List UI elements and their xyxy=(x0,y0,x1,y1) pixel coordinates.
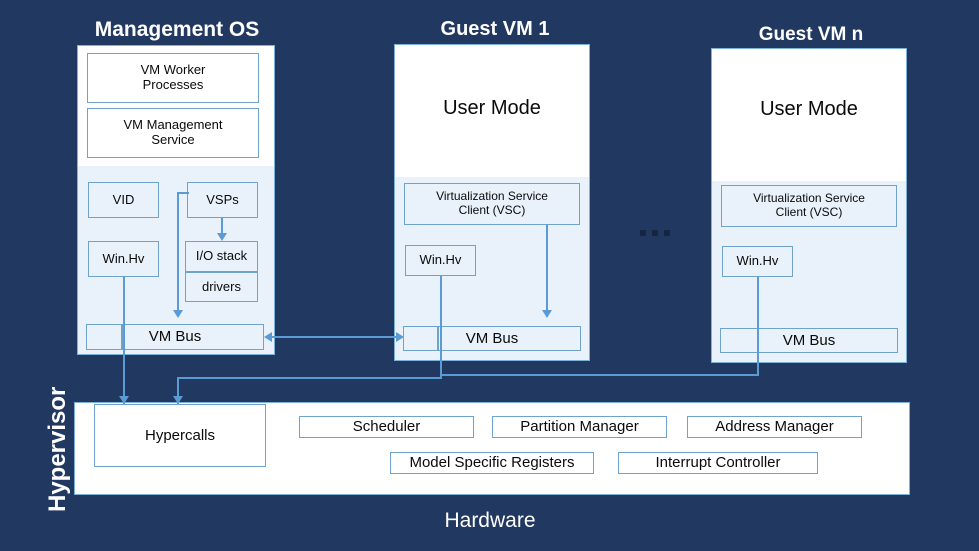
arrow-winhv-guest1-to-hypercalls xyxy=(173,396,183,404)
connector-vsps-left-tap xyxy=(177,192,189,194)
connector-winhv-guestn-down xyxy=(757,277,759,375)
label-hypervisor: Hypervisor xyxy=(44,386,71,512)
box-vid[interactable]: VID xyxy=(88,182,159,218)
vsc-guest-vm-n-line1: Virtualization Service xyxy=(753,191,865,206)
box-model-specific-registers[interactable]: Model Specific Registers xyxy=(390,452,594,474)
panel-guest-vm-n-usermode-area xyxy=(712,49,906,181)
box-vsc-guest-vm-1[interactable]: Virtualization Service Client (VSC) xyxy=(404,183,580,225)
arrow-winhv-management-to-hypercalls xyxy=(119,396,129,404)
vsc-guest-vm-1-line2: Client (VSC) xyxy=(458,203,526,217)
connector-winhv-guestn-left xyxy=(440,374,759,376)
connector-winhv-guest1-down xyxy=(440,276,442,378)
arrow-vsc-guest1-to-vmbus xyxy=(542,310,552,318)
label-hardware: Hardware xyxy=(444,509,536,532)
vsc-guest-vm-n-line2: Client (VSC) xyxy=(775,205,843,219)
arrow-vsps-to-vmbus xyxy=(173,310,183,318)
box-address-manager[interactable]: Address Manager xyxy=(687,416,862,438)
caption-management-os: Management OS xyxy=(94,18,260,41)
vsc-guest-vm-1-line1: Virtualization Service xyxy=(436,189,548,204)
box-vm-bus-guest-vm-n[interactable]: VM Bus xyxy=(720,328,898,353)
caption-guest-vm-1: Guest VM 1 xyxy=(440,18,550,40)
vm-management-service-line2: Service xyxy=(151,132,195,147)
box-scheduler[interactable]: Scheduler xyxy=(299,416,474,438)
vm-bus-management-divider xyxy=(121,324,123,350)
box-io-stack[interactable]: I/O stack xyxy=(185,241,258,272)
vm-worker-processes-line1: VM Worker xyxy=(140,62,206,78)
label-user-mode-guest-vm-1: User Mode xyxy=(443,97,541,119)
box-drivers[interactable]: drivers xyxy=(185,272,258,302)
vm-worker-processes-line2: Processes xyxy=(142,77,204,92)
arrow-vmbus-to-guest-vm-1 xyxy=(396,332,404,342)
box-vm-bus-management-os[interactable]: VM Bus xyxy=(86,324,264,350)
box-partition-manager[interactable]: Partition Manager xyxy=(492,416,667,438)
caption-guest-vm-n: Guest VM n xyxy=(758,24,864,45)
box-hypercalls[interactable]: Hypercalls xyxy=(94,404,266,467)
box-winhv-management-os[interactable]: Win.Hv xyxy=(88,241,159,277)
vm-management-service-line1: VM Management xyxy=(123,117,223,133)
connector-vmbus-mgmt-to-guest1 xyxy=(272,336,398,338)
connector-vsps-down-to-vmbus xyxy=(177,192,179,310)
label-user-mode-guest-vm-n: User Mode xyxy=(760,98,858,120)
box-vm-worker-processes[interactable]: VM Worker Processes xyxy=(87,53,259,103)
connector-vsc-guest1-down xyxy=(546,225,548,311)
connector-winhv-guest1-left xyxy=(177,377,442,379)
ellipsis-more-vms xyxy=(640,230,670,236)
arrow-vmbus-to-management-os xyxy=(264,332,272,342)
panel-guest-vm-1-usermode-area xyxy=(395,45,589,177)
box-vm-bus-guest-vm-1[interactable]: VM Bus xyxy=(403,326,581,351)
box-interrupt-controller[interactable]: Interrupt Controller xyxy=(618,452,818,474)
box-vsps[interactable]: VSPs xyxy=(187,182,258,218)
vm-bus-guest-vm-1-divider xyxy=(437,326,439,351)
box-winhv-guest-vm-n[interactable]: Win.Hv xyxy=(722,246,793,277)
connector-winhv-management-down xyxy=(123,277,125,404)
connector-vsps-to-iostack xyxy=(221,218,223,234)
box-winhv-guest-vm-1[interactable]: Win.Hv xyxy=(405,245,476,276)
box-vm-management-service[interactable]: VM Management Service xyxy=(87,108,259,158)
connector-winhv-guest1-to-hypercalls xyxy=(177,377,179,404)
box-vsc-guest-vm-n[interactable]: Virtualization Service Client (VSC) xyxy=(721,185,897,227)
arrow-vsps-to-iostack xyxy=(217,233,227,241)
